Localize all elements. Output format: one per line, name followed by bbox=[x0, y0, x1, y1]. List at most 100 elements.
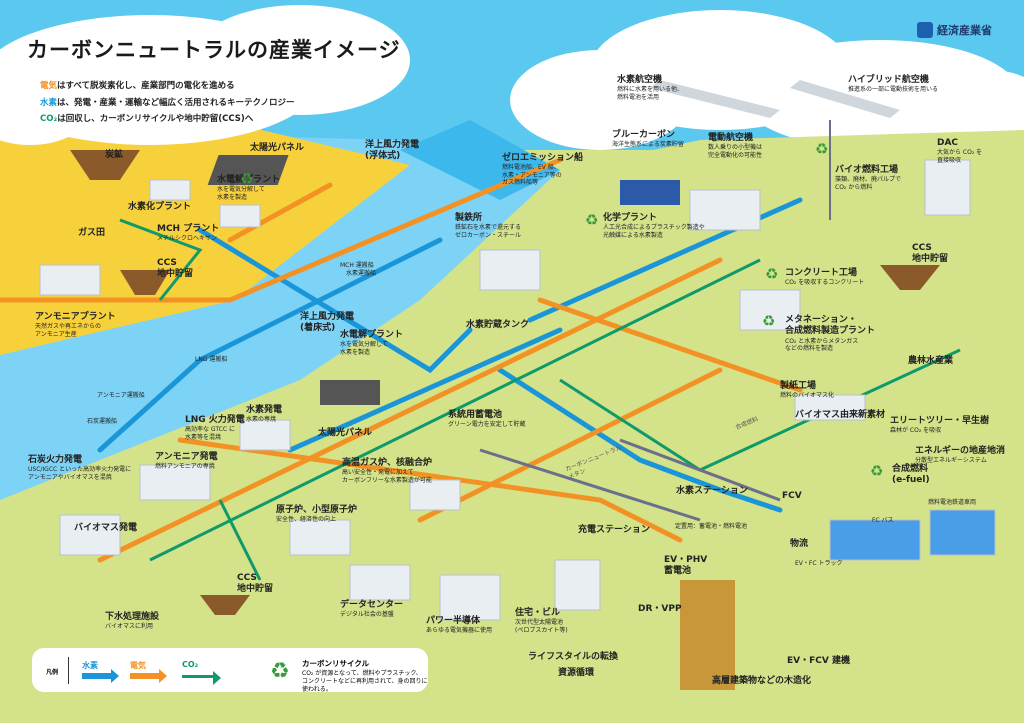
recycle-icon: ♻ bbox=[870, 462, 884, 480]
label-desc: 次世代型太陽電池 (ペロブスカイト等) bbox=[515, 619, 568, 634]
map-label: 住宅・ビル次世代型太陽電池 (ペロブスカイト等) bbox=[515, 608, 568, 634]
label-desc: 燃料アンモニアの専焼 bbox=[155, 463, 215, 471]
map-label: 定置用：蓄電池・燃料電池 bbox=[675, 523, 747, 531]
co2-line bbox=[149, 258, 761, 562]
map-label: バイオ燃料工場藻類、廃材、廃パルプで CO₂ から燃料 bbox=[835, 165, 901, 191]
label-title: バイオ燃料工場 bbox=[835, 165, 899, 175]
map-label: EV・FC トラック bbox=[795, 560, 842, 568]
co2-line bbox=[119, 218, 203, 301]
legend-key: 凡例 bbox=[46, 669, 59, 676]
label-title: 水素ステーション bbox=[676, 486, 748, 496]
meti-logo-icon bbox=[917, 22, 933, 38]
map-label: CCS 地中貯留 bbox=[912, 243, 948, 266]
methane-line bbox=[479, 448, 701, 522]
map-label: 化学プラント人工光合成によるプラスチック製造や 光触媒による水素製造 bbox=[603, 213, 705, 239]
clouds bbox=[0, 5, 1024, 150]
map-label: 水素化プラント bbox=[128, 202, 191, 213]
label-title: ゼロエミッション船 bbox=[502, 153, 584, 163]
map-label: データセンターデジタル社会の基盤 bbox=[340, 600, 403, 619]
map-label: 高層建築物などの木造化 bbox=[712, 676, 811, 687]
map-label: 水素ステーション bbox=[676, 486, 748, 497]
map-label: 系統用蓄電池グリーン電力を安定して貯蔵 bbox=[448, 410, 526, 429]
label-desc: 人工光合成によるプラスチック製造や 光触媒による水素製造 bbox=[603, 224, 705, 239]
map-label: FCV bbox=[782, 491, 802, 502]
label-desc: 海洋生態系による炭素貯留 bbox=[612, 141, 684, 149]
map-label: 太陽光パネル bbox=[318, 428, 372, 439]
map-label: アンモニア運搬船 bbox=[97, 392, 145, 400]
label-title: 洋上風力発電 (浮体式) bbox=[365, 140, 420, 162]
map-label: ゼロエミッション船燃料電池船、EV 船、 水素・アンモニア等の ガス燃料船等 bbox=[502, 153, 583, 187]
label-title: 高温ガス炉、核融合炉 bbox=[342, 458, 433, 468]
label-title: 電動航空機 bbox=[708, 133, 754, 143]
electricity-line bbox=[97, 257, 723, 563]
map-label: EV・PHV 蓄電池 bbox=[664, 555, 707, 578]
label-title: 水素貯蔵タンク bbox=[466, 320, 530, 330]
label-title: バイオマス由来新素材 bbox=[795, 410, 886, 420]
map-label: ブルーカーボン海洋生態系による炭素貯留 bbox=[612, 130, 684, 149]
map-label: 水素貯蔵タンク bbox=[466, 320, 529, 331]
map-label: エリートツリー・早生樹森林が CO₂ を吸収 bbox=[890, 416, 989, 435]
label-desc: 推進系の一部に電動技術を用いる bbox=[848, 86, 939, 94]
label-desc: あらゆる電気機器に使用 bbox=[426, 627, 493, 635]
label-desc: 水素の専焼 bbox=[246, 416, 277, 424]
subtitle-text: は、発電・産業・運輸など幅広く活用されるキーテクノロジー bbox=[57, 98, 295, 108]
subtitle-highlight: 電気 bbox=[40, 81, 58, 91]
map-label: 農林水産業 bbox=[908, 356, 953, 367]
map-label: 製紙工場燃料のバイオマス化 bbox=[780, 381, 834, 400]
label-title: DAC bbox=[937, 138, 959, 148]
map-label: 太陽光パネル bbox=[250, 143, 304, 154]
map-label: ガス田 bbox=[78, 228, 105, 239]
label-title: 石炭火力発電 bbox=[28, 455, 83, 465]
map-label: 燃料電池鉄道車両 bbox=[928, 499, 976, 507]
map-label: バイオマス発電 bbox=[74, 523, 137, 534]
label-title: EV・FCV 建機 bbox=[787, 656, 850, 666]
label-title: アンモニア発電 bbox=[155, 452, 218, 462]
map-label: 充電ステーション bbox=[578, 525, 650, 536]
subtitle-hydrogen: 水素は、発電・産業・運輸など幅広く活用されるキーテクノロジー bbox=[40, 96, 295, 108]
legend-co2: CO₂ bbox=[182, 660, 199, 669]
label-title: LNG 火力発電 bbox=[185, 415, 245, 425]
label-title: 高層建築物などの木造化 bbox=[712, 676, 812, 686]
map-label: エネルギーの地産地消分散型エネルギーシステム bbox=[915, 446, 1005, 465]
label-desc: 鉄鉱石を水素で還元する ゼロカーボン・スチール bbox=[455, 224, 522, 239]
map-label: CCS 地中貯留 bbox=[237, 573, 273, 596]
label-title: 農林水産業 bbox=[908, 356, 954, 366]
label-title: FCV bbox=[782, 491, 802, 501]
label-title: 太陽光パネル bbox=[318, 428, 373, 438]
label-title: ブルーカーボン bbox=[612, 130, 676, 140]
map-label: バイオマス由来新素材 bbox=[795, 410, 885, 421]
label-desc: 大気から CO₂ を 直接吸収 bbox=[937, 149, 983, 164]
map-label: 高温ガス炉、核融合炉高い安全性・発電に加えて カーボンフリーな水素製造が可能 bbox=[342, 458, 432, 484]
label-title: パワー半導体 bbox=[426, 616, 481, 626]
label-desc: CO₂ と水素からメタンガス などの燃料を製造 bbox=[785, 337, 859, 353]
label-desc: EV・FC トラック bbox=[795, 560, 843, 567]
label-title: DR・VPP bbox=[638, 604, 682, 614]
map-label: ハイブリッド航空機推進系の一部に電動技術を用いる bbox=[848, 75, 938, 94]
electricity-line bbox=[417, 367, 723, 523]
map-label: 水素発電水素の専焼 bbox=[246, 405, 282, 424]
label-title: 水素発電 bbox=[246, 405, 283, 415]
map-label: CCS 地中貯留 bbox=[157, 258, 193, 281]
legend: 凡例 水素 電気 CO₂ ♻ カーボンリサイクル CO₂ が資源となって、燃料や… bbox=[32, 648, 428, 693]
label-title: 下水処理施設 bbox=[105, 612, 160, 622]
map-label: 水電解プラント水を電気分解して 水素を製造 bbox=[217, 175, 280, 201]
label-title: コンクリート工場 bbox=[785, 268, 858, 278]
legend-electricity: 電気 bbox=[130, 661, 146, 670]
label-desc: グリーン電力を安定して貯蔵 bbox=[448, 421, 526, 429]
map-label: アンモニア発電燃料アンモニアの専焼 bbox=[155, 452, 218, 471]
label-desc: 天然ガスや再エネからの アンモニア生産 bbox=[35, 323, 102, 338]
label-title: 化学プラント bbox=[603, 213, 658, 223]
label-title: 製鉄所 bbox=[455, 213, 483, 223]
label-title: メタネーション・ 合成燃料製造プラント bbox=[785, 315, 876, 337]
electricity-line bbox=[537, 297, 803, 393]
map-label: LNG 運搬船 bbox=[195, 356, 227, 364]
label-desc: MCH 運搬船 水素運搬船 bbox=[340, 262, 377, 277]
map-label: MCH 運搬船 水素運搬船 bbox=[340, 262, 376, 277]
map-label: パワー半導体あらゆる電気機器に使用 bbox=[426, 616, 492, 635]
label-title: ライフスタイルの転換 bbox=[528, 652, 619, 662]
synthetic-fuel-line bbox=[619, 438, 781, 502]
hydrogen-pipe bbox=[497, 367, 783, 513]
